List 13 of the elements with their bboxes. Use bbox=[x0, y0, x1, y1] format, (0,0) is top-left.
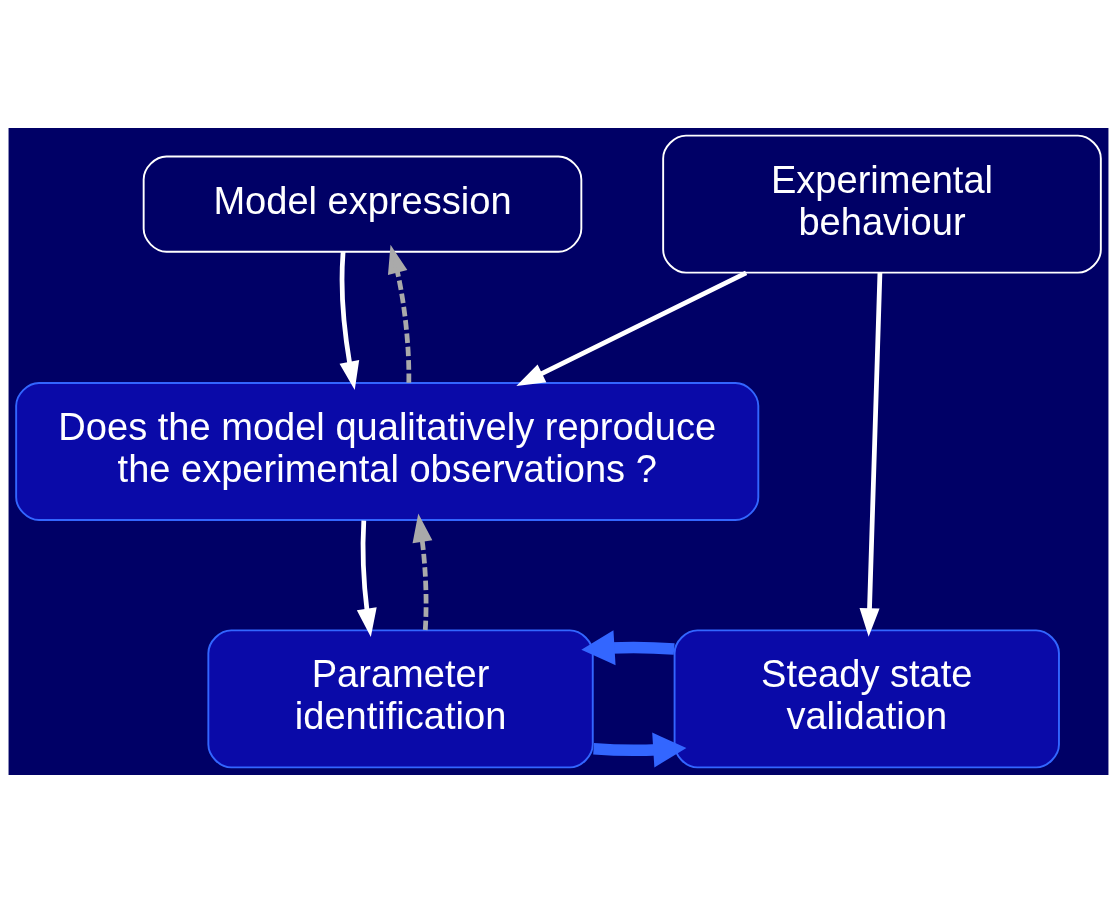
arrow bbox=[859, 272, 883, 637]
node-box: Parameter identification bbox=[207, 628, 594, 768]
node-box: Experimental behaviour bbox=[662, 134, 1102, 274]
node-box: Does the model qualitatively reproduce the experimental observations ? bbox=[15, 381, 760, 521]
arrow bbox=[356, 520, 377, 637]
arrow bbox=[339, 251, 360, 390]
node-box: Model expression bbox=[142, 155, 583, 253]
arrow bbox=[516, 270, 748, 386]
arrow bbox=[593, 732, 687, 767]
arrow bbox=[581, 629, 675, 665]
node-box: Steady state validation bbox=[673, 628, 1060, 768]
arrow bbox=[387, 244, 412, 383]
arrow bbox=[412, 512, 433, 630]
